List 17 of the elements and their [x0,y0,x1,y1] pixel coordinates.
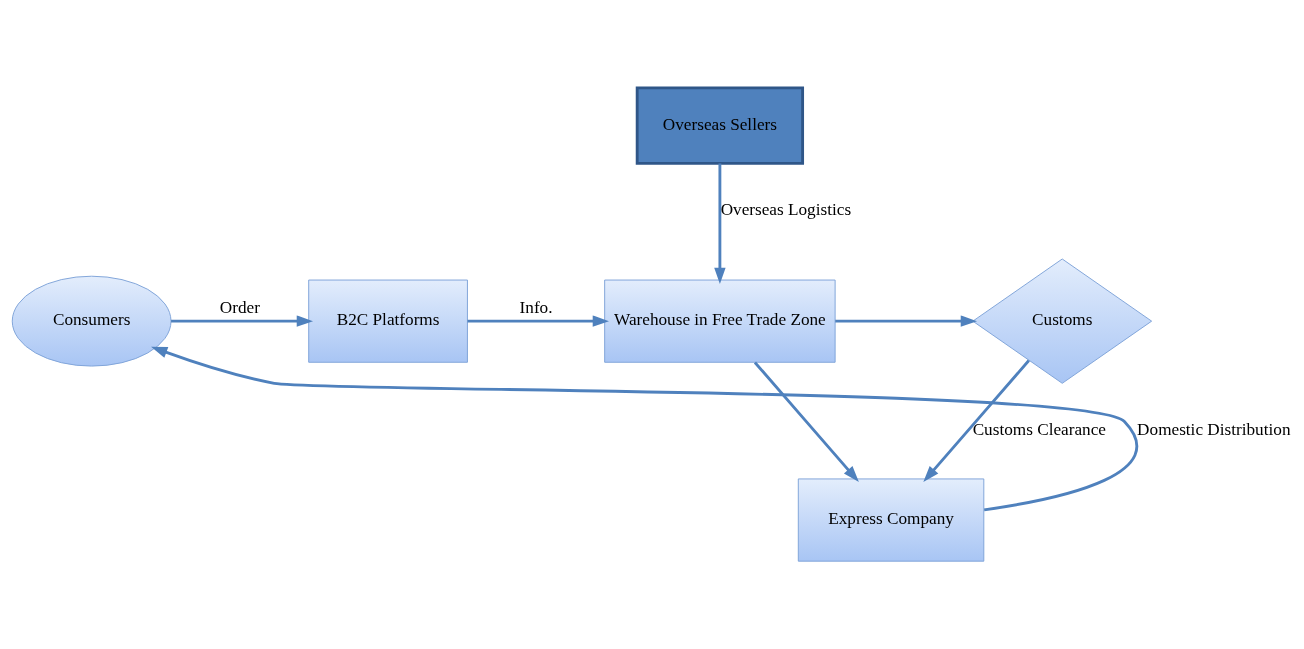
edge-label: Order [219,297,260,317]
edge-label: Overseas Logistics [720,200,852,220]
edge-label: Domestic Distribution [1137,420,1291,440]
arrow [835,315,977,327]
edge-label: Customs Clearance [972,420,1106,440]
node-box: Express Company [797,478,985,562]
node-box: Overseas Sellers [635,86,805,165]
arrow [923,359,1030,482]
arrow [171,315,313,327]
edge-label: Info. [519,297,553,317]
node-box: B2C Platforms [308,279,468,363]
arrow [714,163,726,285]
arrow [151,346,1138,512]
node-box: Warehouse in Free Trade Zone [604,279,836,363]
arrow [753,361,859,483]
arrow [467,315,609,327]
node-diamond: Customs [972,258,1153,384]
